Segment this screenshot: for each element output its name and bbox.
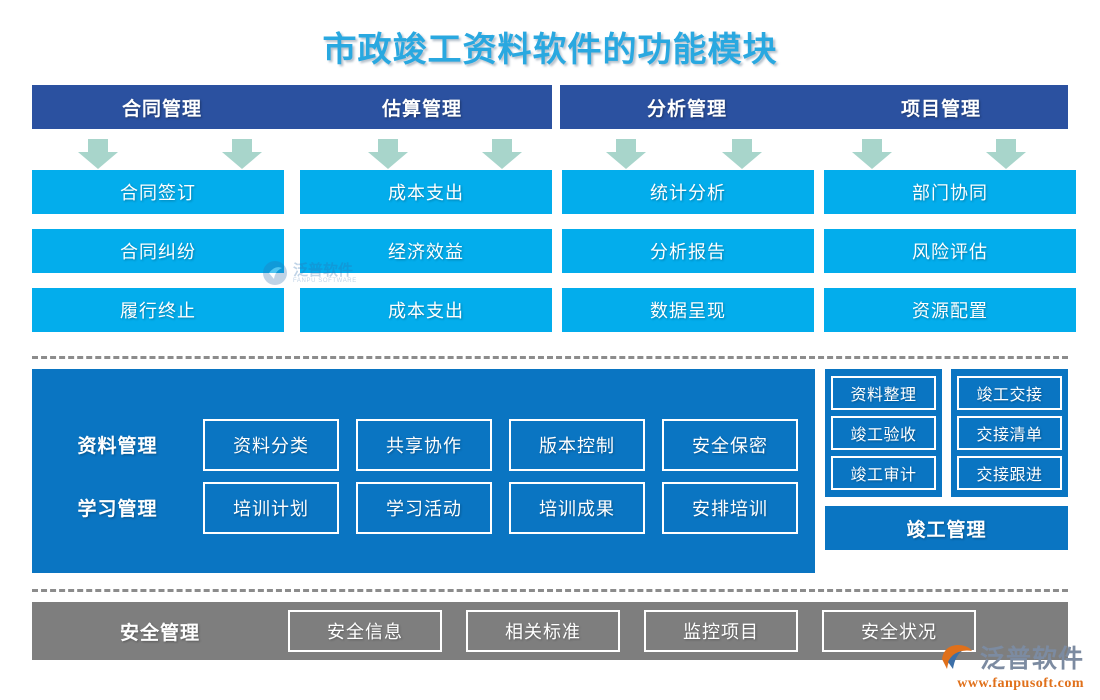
safety-box[interactable]: 相关标准 [466, 610, 620, 652]
header-bar-left: 合同管理 估算管理 [32, 85, 552, 129]
panel-row-label-learning: 学习管理 [77, 499, 158, 520]
safety-label: 安全管理 [119, 622, 200, 644]
completion-box[interactable]: 竣工验收 [831, 416, 936, 450]
header-label-project: 项目管理 [900, 98, 981, 120]
header-label-analysis: 分析管理 [646, 98, 727, 120]
completion-box[interactable]: 资料整理 [831, 376, 936, 410]
panel-item-box[interactable]: 共享协作 [356, 418, 493, 471]
panel-item-box[interactable]: 安排培训 [662, 481, 799, 534]
module-box[interactable]: 数据呈现 [562, 288, 814, 332]
arrow-down-icon [482, 139, 522, 169]
arrow-down-icon [722, 139, 762, 169]
module-box[interactable]: 分析报告 [562, 229, 814, 273]
completion-column-right: 竣工交接 交接清单 交接跟进 [951, 369, 1068, 497]
completion-box[interactable]: 竣工交接 [957, 376, 1062, 410]
panel-item-box[interactable]: 版本控制 [509, 418, 646, 471]
divider-dashed-lower [32, 589, 1068, 592]
completion-box[interactable]: 交接跟进 [957, 456, 1062, 490]
panel-item-box[interactable]: 学习活动 [356, 481, 493, 534]
safety-box[interactable]: 安全信息 [288, 610, 442, 652]
panel-item-box[interactable]: 培训成果 [509, 481, 646, 534]
brand-url: www.fanpusoft.com [957, 676, 1084, 691]
safety-box[interactable]: 安全状况 [822, 610, 976, 652]
arrow-down-icon [222, 139, 262, 169]
page-title: 市政竣工资料软件的功能模块 [322, 31, 778, 69]
panel-row-docs: 资料管理 资料分类 共享协作 版本控制 安全保密 [32, 413, 815, 476]
safety-box[interactable]: 监控项目 [644, 610, 798, 652]
panel-item-box[interactable]: 安全保密 [662, 418, 799, 471]
module-box[interactable]: 资源配置 [824, 288, 1076, 332]
module-box[interactable]: 成本支出 [300, 288, 552, 332]
module-column-analysis: 统计分析 分析报告 数据呈现 [562, 170, 814, 347]
module-box[interactable]: 合同签订 [32, 170, 284, 214]
completion-panel: 资料整理 竣工验收 竣工审计 竣工交接 交接清单 交接跟进 竣工管理 [825, 369, 1068, 573]
arrow-down-icon [986, 139, 1026, 169]
arrow-down-icon [78, 139, 118, 169]
document-learning-panel: 资料管理 资料分类 共享协作 版本控制 安全保密 学习管理 培训计划 学习活动 … [32, 369, 815, 573]
arrow-down-icon [606, 139, 646, 169]
completion-column-left: 资料整理 竣工验收 竣工审计 [825, 369, 942, 497]
module-box[interactable]: 风险评估 [824, 229, 1076, 273]
header-label-estimate: 估算管理 [381, 98, 462, 120]
module-column-estimate: 成本支出 经济效益 成本支出 [300, 170, 552, 347]
module-box[interactable]: 经济效益 [300, 229, 552, 273]
panel-item-box[interactable]: 资料分类 [203, 418, 340, 471]
completion-bar-label: 竣工管理 [825, 506, 1068, 550]
panel-row-learning: 学习管理 培训计划 学习活动 培训成果 安排培训 [32, 476, 815, 539]
arrow-down-icon [852, 139, 892, 169]
completion-box[interactable]: 竣工审计 [831, 456, 936, 490]
module-column-contract: 合同签订 合同纠纷 履行终止 [32, 170, 284, 347]
panel-item-box[interactable]: 培训计划 [203, 481, 340, 534]
module-box[interactable]: 合同纠纷 [32, 229, 284, 273]
module-column-project: 部门协同 风险评估 资源配置 [824, 170, 1076, 347]
header-bar-right: 分析管理 项目管理 [560, 85, 1068, 129]
safety-management-bar: 安全管理 安全信息 相关标准 监控项目 安全状况 [32, 602, 1068, 660]
module-box[interactable]: 统计分析 [562, 170, 814, 214]
brand-name: 泛普软件 [979, 645, 1084, 673]
panel-row-label-docs: 资料管理 [77, 436, 158, 457]
fanpu-logo-icon [941, 645, 972, 669]
completion-box[interactable]: 交接清单 [957, 416, 1062, 450]
arrow-down-icon [368, 139, 408, 169]
header-label-contract: 合同管理 [121, 98, 202, 120]
module-box[interactable]: 部门协同 [824, 170, 1076, 214]
divider-dashed-upper [32, 356, 1068, 359]
module-box[interactable]: 履行终止 [32, 288, 284, 332]
module-box[interactable]: 成本支出 [300, 170, 552, 214]
brand-logo: 泛普软件 www.fanpusoft.com [940, 639, 1084, 692]
